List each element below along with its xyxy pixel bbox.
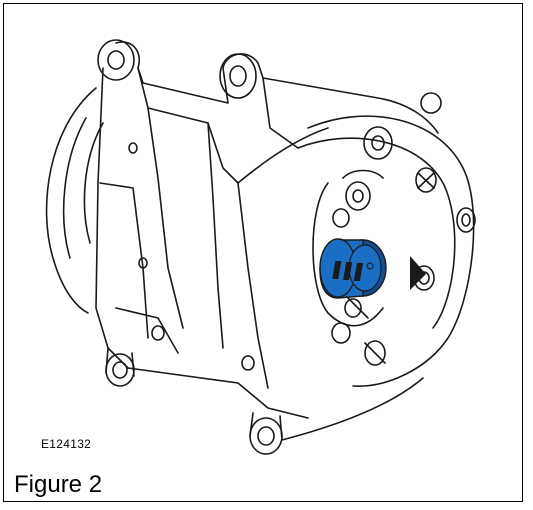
mounting-lug-top-center <box>219 53 257 99</box>
figure-id-label: E124132 <box>41 437 92 451</box>
compressor-body <box>95 41 439 419</box>
mounting-lug-bottom-left <box>105 347 135 387</box>
figure-caption: Figure 2 <box>14 471 103 498</box>
compressor-illustration <box>45 39 476 455</box>
direction-arrow-icon <box>332 256 426 290</box>
mounting-lug-top-left <box>97 39 135 81</box>
mounting-lug-bottom-center <box>249 377 424 455</box>
rear-head <box>297 92 476 387</box>
pulley <box>45 87 104 314</box>
shaft-seal-highlight <box>319 238 387 299</box>
figure-frame: E124132 Figure 2 <box>3 3 523 502</box>
